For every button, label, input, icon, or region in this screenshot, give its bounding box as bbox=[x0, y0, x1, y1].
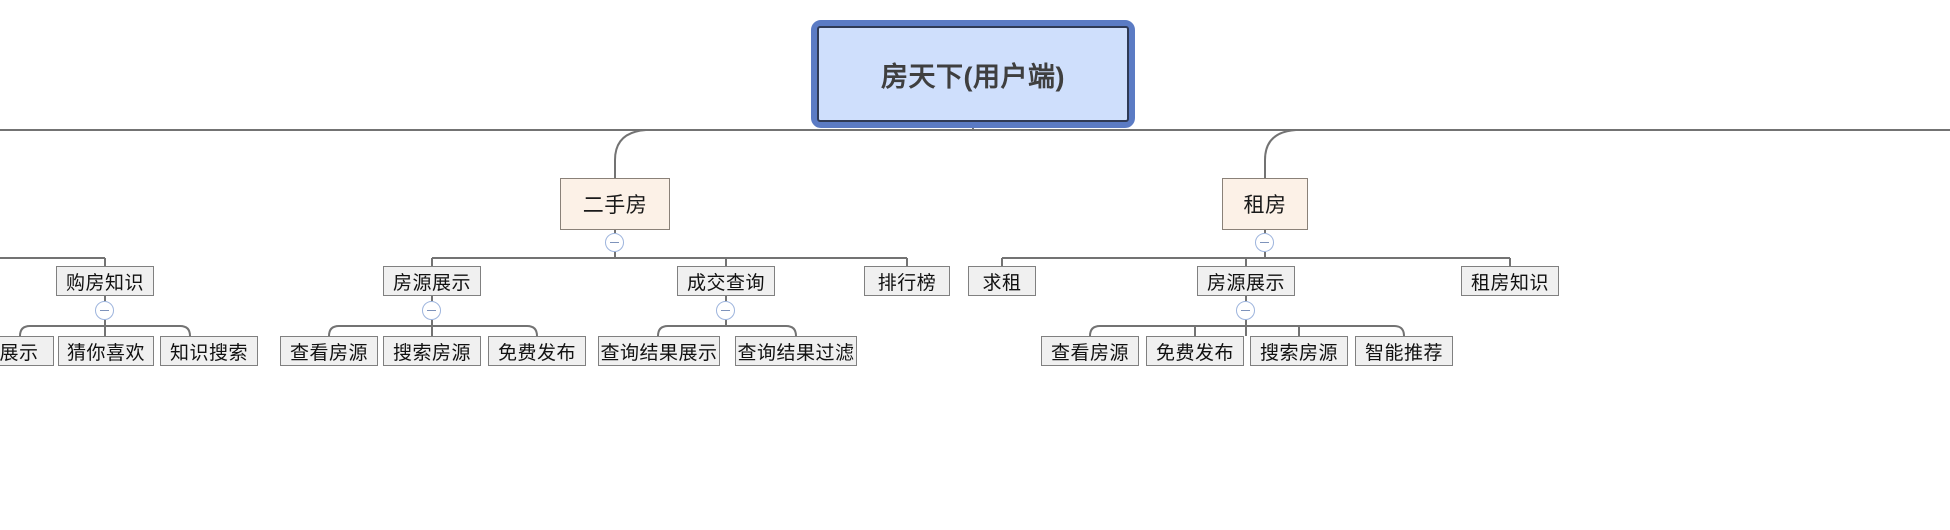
leaf-mianfeifabu-zufang[interactable]: 免费发布 bbox=[1146, 336, 1244, 366]
leaf-chaxunjieguoguolv[interactable]: 查询结果过滤 bbox=[735, 336, 857, 366]
leaf-chaxunjieguozhanshi[interactable]: 查询结果展示 bbox=[598, 336, 720, 366]
root-selection-outline bbox=[811, 20, 1135, 128]
toggle-goufangzhishi[interactable] bbox=[95, 301, 114, 320]
node-fangyuanzhanshi-zufang[interactable]: 房源展示 bbox=[1197, 266, 1295, 296]
toggle-chengjiaochaxun[interactable] bbox=[716, 301, 735, 320]
edge-trunk-ershoufang bbox=[614, 129, 647, 178]
leaf-chakanfangyuan-ershoufang[interactable]: 查看房源 bbox=[280, 336, 378, 366]
toggle-zufang[interactable] bbox=[1255, 233, 1274, 252]
bus-chengjiao bbox=[657, 325, 797, 337]
leaf-zhanshi[interactable]: 展示 bbox=[0, 336, 54, 366]
leaf-mianfeifabu-ershoufang[interactable]: 免费发布 bbox=[488, 336, 586, 366]
node-ershoufang[interactable]: 二手房 bbox=[560, 178, 670, 230]
toggle-ershoufang[interactable] bbox=[605, 233, 624, 252]
toggle-fangyuanzhanshi-zufang[interactable] bbox=[1236, 301, 1255, 320]
leaf-zhishisousuo[interactable]: 知识搜索 bbox=[160, 336, 258, 366]
node-root[interactable]: 房天下(用户端) bbox=[817, 26, 1129, 122]
node-zufang[interactable]: 租房 bbox=[1222, 178, 1308, 230]
node-chengjiaochaxun[interactable]: 成交查询 bbox=[677, 266, 775, 296]
node-goufangzhishi[interactable]: 购房知识 bbox=[56, 266, 154, 296]
node-fangyuanzhanshi-ershoufang[interactable]: 房源展示 bbox=[383, 266, 481, 296]
leaf-cainixihuan[interactable]: 猜你喜欢 bbox=[58, 336, 154, 366]
leaf-sousuofangyuan-ershoufang[interactable]: 搜索房源 bbox=[383, 336, 481, 366]
node-paihangbang[interactable]: 排行榜 bbox=[864, 266, 950, 296]
leaf-zhinengtuijian[interactable]: 智能推荐 bbox=[1355, 336, 1453, 366]
node-zufangzhishi[interactable]: 租房知识 bbox=[1461, 266, 1559, 296]
leaf-chakanfangyuan-zufang[interactable]: 查看房源 bbox=[1041, 336, 1139, 366]
leaf-sousuofangyuan-zufang[interactable]: 搜索房源 bbox=[1250, 336, 1348, 366]
toggle-fangyuanzhanshi-ershoufang[interactable] bbox=[422, 301, 441, 320]
node-qiuzu[interactable]: 求租 bbox=[968, 266, 1036, 296]
edge-trunk-zufang bbox=[1264, 129, 1297, 178]
